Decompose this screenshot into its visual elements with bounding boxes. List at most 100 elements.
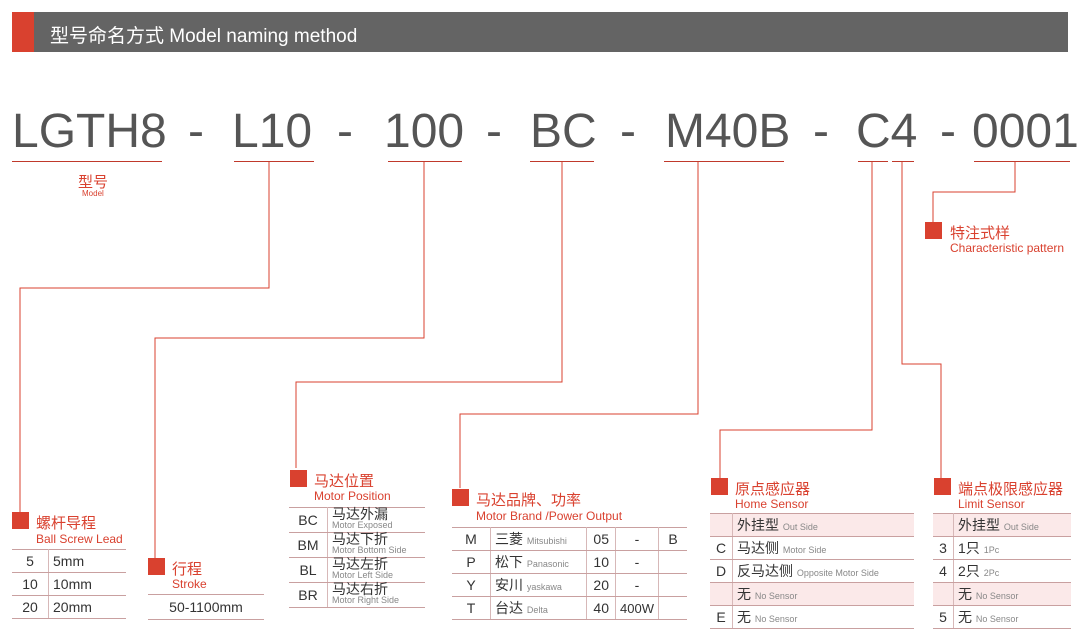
limit-en: Out Side [1003,522,1039,532]
lead-title-en: Ball Screw Lead [36,532,123,546]
limit-zh: 1只 [958,540,980,556]
home-code [710,582,733,606]
table-row: 4 2只 2Pc [933,559,1071,583]
limit-sensor-marker [934,478,951,495]
table-row: 5 5mm [12,549,126,573]
limit-code: 5 [933,605,954,629]
motor-position-code: BR [289,582,328,608]
home-en: Out Side [782,522,818,532]
connector-lead [19,162,270,512]
home-sensor-marker [711,478,728,495]
special-title-en: Characteristic pattern [950,241,1065,255]
lead-title-zh: 螺杆导程 [36,515,97,532]
table-row: C 马达侧 Motor Side [710,536,914,560]
limit-en: No Sensor [975,614,1019,624]
motor-position-zh: 马达左折 [332,556,388,572]
limit-zh: 无 [958,609,972,625]
code-special: 0001 [972,105,1079,158]
motor-position-marker [290,470,307,487]
brand-code: T [452,596,491,620]
brake-code [658,573,687,597]
code-dash: - [940,105,956,158]
model-label-en: Model [82,189,104,198]
motor-position-en: Motor Left Side [332,570,394,580]
lead-marker [12,512,29,529]
motor-brand-title-zh: 马达品牌、功率 [476,492,582,509]
connector-stroke [154,162,425,558]
home-zh: 无 [737,586,751,602]
lead-table: 5 5mm 10 10mm 20 20mm [12,549,126,619]
home-code: E [710,605,733,629]
code-model: LGTH8 [12,105,167,158]
motor-position-zh: 马达下折 [332,531,388,547]
home-sensor-title-en: Home Sensor [735,497,809,511]
lead-value: 5mm [48,549,126,573]
home-code: D [710,559,733,583]
underline-limit-sensor [892,161,914,162]
table-row: 无 No Sensor [710,582,914,606]
motor-position-title-en: Motor Position [314,489,391,503]
brand-zh: 三菱 [495,531,523,547]
brand-zh: 安川 [495,577,523,593]
table-row: 3 1只 1Pc [933,536,1071,560]
table-row: 10 10mm [12,572,126,596]
lead-value: 20mm [48,595,126,619]
home-zh: 无 [737,609,751,625]
code-dash: - [486,105,502,158]
motor-brand-table: M 三菱 Mitsubishi 05 - B P 松下 Panasonic 10… [452,527,687,620]
table-row: 外挂型 Out Side [710,513,914,537]
motor-position-en: Motor Right Side [332,595,400,605]
table-row: M 三菱 Mitsubishi 05 - B [452,527,687,551]
limit-zh: 无 [958,586,972,602]
connector-special [932,162,1016,222]
code-sensor: C4 [856,105,918,158]
stroke-marker [148,558,165,575]
underline-lead [234,161,314,162]
table-row: 50-1100mm [148,594,264,620]
special-title-zh: 特注式样 [950,225,1011,242]
connector-motor-position [295,162,563,468]
motor-position-code: BC [289,507,328,533]
stroke-value: 50-1100mm [148,594,264,620]
limit-zh: 外挂型 [958,517,1000,533]
stroke-table: 50-1100mm [148,594,264,620]
underline-home-sensor [858,161,888,162]
motor-brand-title-en: Motor Brand /Power Output [476,509,623,523]
power-value: - [615,550,659,574]
home-en: No Sensor [754,591,798,601]
code-lead: L10 [232,105,313,158]
limit-en: 1Pc [983,545,1000,555]
underline-special [974,161,1070,162]
motor-position-en: Motor Exposed [332,520,393,530]
brand-code: Y [452,573,491,597]
header-accent [12,12,34,52]
home-sensor-table: 外挂型 Out Side C 马达侧 Motor Side D 反马达侧 Opp… [710,513,914,629]
power-code: 20 [586,573,616,597]
motor-position-zh: 马达右折 [332,581,388,597]
limit-sensor-title-en: Limit Sensor [958,497,1025,511]
code-dash: - [813,105,829,158]
underline-motor-position [530,161,594,162]
motor-position-title-zh: 马达位置 [314,473,375,490]
table-row: E 无 No Sensor [710,605,914,629]
table-row: T 台达 Delta 40 400W [452,596,687,620]
motor-position-zh: 马达外漏 [332,506,388,522]
brand-en: Panasonic [526,559,569,569]
home-zh: 反马达侧 [737,563,793,579]
limit-en: No Sensor [975,591,1019,601]
code-motor-position: BC [530,105,597,158]
table-row: 20 20mm [12,595,126,619]
stroke-title-zh: 行程 [172,561,203,578]
limit-code: 3 [933,536,954,560]
connector-home-sensor [719,162,873,478]
power-value: 400W [615,596,659,620]
table-row: D 反马达侧 Opposite Motor Side [710,559,914,583]
stroke-title-en: Stroke [172,577,207,591]
brand-code: P [452,550,491,574]
power-value: - [615,573,659,597]
home-en: Opposite Motor Side [796,568,879,578]
